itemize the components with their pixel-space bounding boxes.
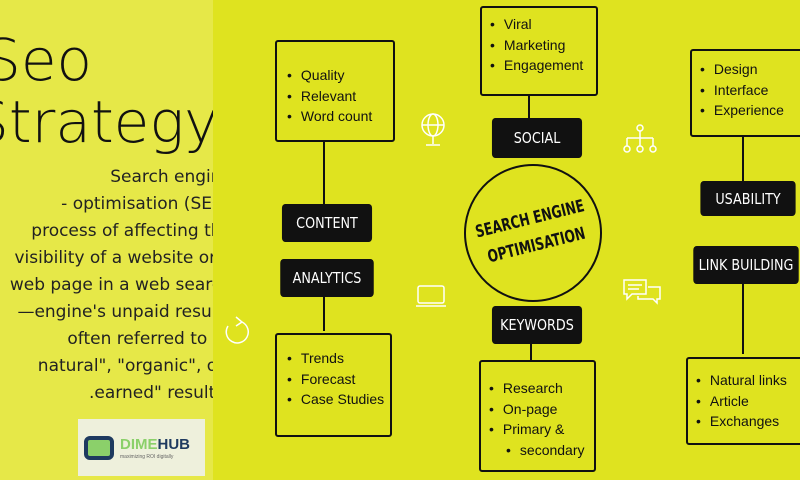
content-label: CONTENT [281,204,373,242]
sitemap-icon [623,124,657,153]
keywords-box: Research On-page Primary & secondary [479,360,596,472]
usability-box: Design Interface Experience [690,49,800,137]
globe-icon [421,113,445,146]
analytics-label: ANALYTICS [280,259,374,297]
list-item: Primary & [489,419,586,440]
chat-icon [623,279,661,305]
title-line1: Seo [0,26,92,94]
usability-label: USABILITY [700,181,796,216]
keywords-label: KEYWORDS [491,306,583,344]
list-item: Interface [700,80,795,101]
list-item: Article [696,391,796,412]
list-item: Case Studies [287,389,384,410]
analytics-box: Trends Forecast Case Studies [275,333,392,437]
connector [323,297,325,331]
logo-name-dark: HUB [157,435,191,453]
list-item: Design [700,59,795,80]
social-box: Viral Marketing Engagement [480,6,598,96]
connector [323,142,325,204]
connector [742,284,744,354]
list-item: Research [489,378,586,399]
list-item: Exchanges [696,411,796,432]
center-circle: SEARCH ENGINE OPTIMISATION [449,149,617,317]
list-item: Marketing [490,35,588,56]
list-item: secondary [489,440,586,461]
link-building-label: LINK BUILDING [693,246,799,284]
list-item: Quality [287,65,385,86]
list-item: Trends [287,348,382,369]
intro-panel: Seo Strategy Search engine optimisation … [0,0,213,480]
logo-name-light: DIME [120,435,158,453]
logo-mark-icon [84,435,114,460]
list-item: Experience [700,100,795,121]
list-item: Relevant [287,86,385,107]
refresh-icon [225,316,249,344]
list-item: Forecast [287,369,382,390]
list-item: Natural links [696,370,796,391]
list-item: On-page [489,399,586,420]
title-line2: Strategy [0,88,213,156]
link-building-box: Natural links Article Exchanges [686,357,800,445]
connector [530,344,532,360]
social-label: SOCIAL [491,118,583,158]
connector [528,96,530,118]
description: Search engine optimisation (SEO) - proce… [9,167,213,403]
content-box: Quality Relevant Word count [275,40,395,142]
connector [742,137,744,181]
list-item: Viral [490,14,588,35]
list-item: Word count [287,106,385,127]
list-item: Engagement [490,55,588,76]
logo-tagline: maximizing ROI digitally [120,453,174,460]
laptop-icon [416,285,446,307]
